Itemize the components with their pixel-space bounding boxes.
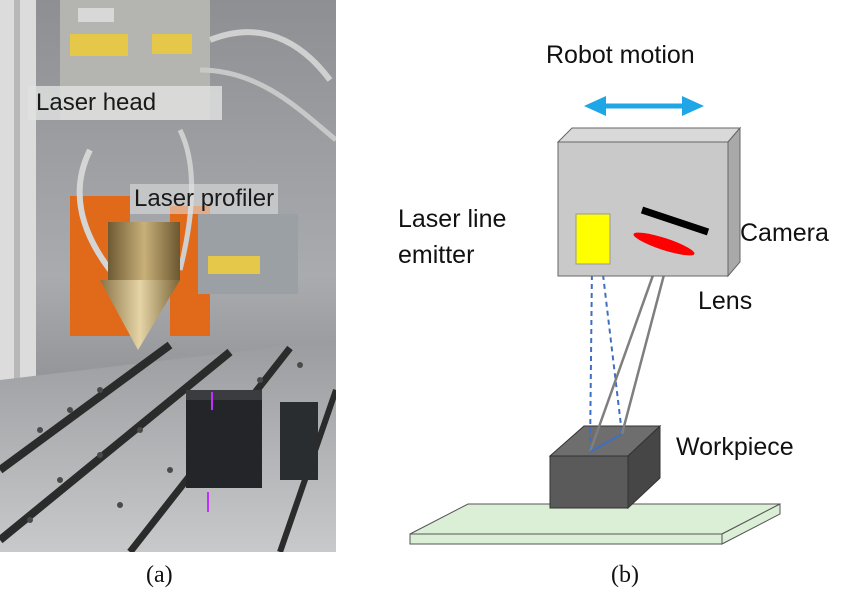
laser-cell-photo xyxy=(0,0,336,552)
workpiece-label: Workpiece xyxy=(676,433,794,461)
workpiece-block-small xyxy=(280,402,318,480)
camera-ray xyxy=(588,249,672,453)
camera-sensor xyxy=(640,206,710,236)
laser-line-on-workpiece xyxy=(589,433,623,453)
laser-emitter xyxy=(575,213,611,265)
caption-a: (a) xyxy=(146,562,173,588)
caption-b: (b) xyxy=(611,562,639,588)
lens-label: Lens xyxy=(698,287,753,315)
laser-line-emitter-label-line2: emitter xyxy=(398,241,475,269)
laser-beam xyxy=(589,265,623,453)
diagram-panel: Robot motion Laser line emitter Camera L… xyxy=(336,0,850,560)
laser-head-label: Laser head xyxy=(28,86,222,120)
nozzle-holder xyxy=(108,222,180,280)
laser-profiler-box xyxy=(198,214,298,294)
setup-diagram xyxy=(409,96,781,545)
laser-profiler-label: Laser profiler xyxy=(130,184,279,214)
photo-panel: Laser head Laser profiler xyxy=(0,0,336,552)
robot-motion-arrow xyxy=(584,96,704,116)
workpiece-block-large xyxy=(186,390,262,488)
laser-line-emitter-label-line1: Laser line xyxy=(398,205,507,233)
robot-motion-label: Robot motion xyxy=(546,41,695,69)
nozzle-cone xyxy=(100,280,180,350)
camera-label: Camera xyxy=(740,219,829,247)
workpiece-block xyxy=(548,424,662,510)
lens xyxy=(633,232,695,256)
table xyxy=(409,503,781,545)
